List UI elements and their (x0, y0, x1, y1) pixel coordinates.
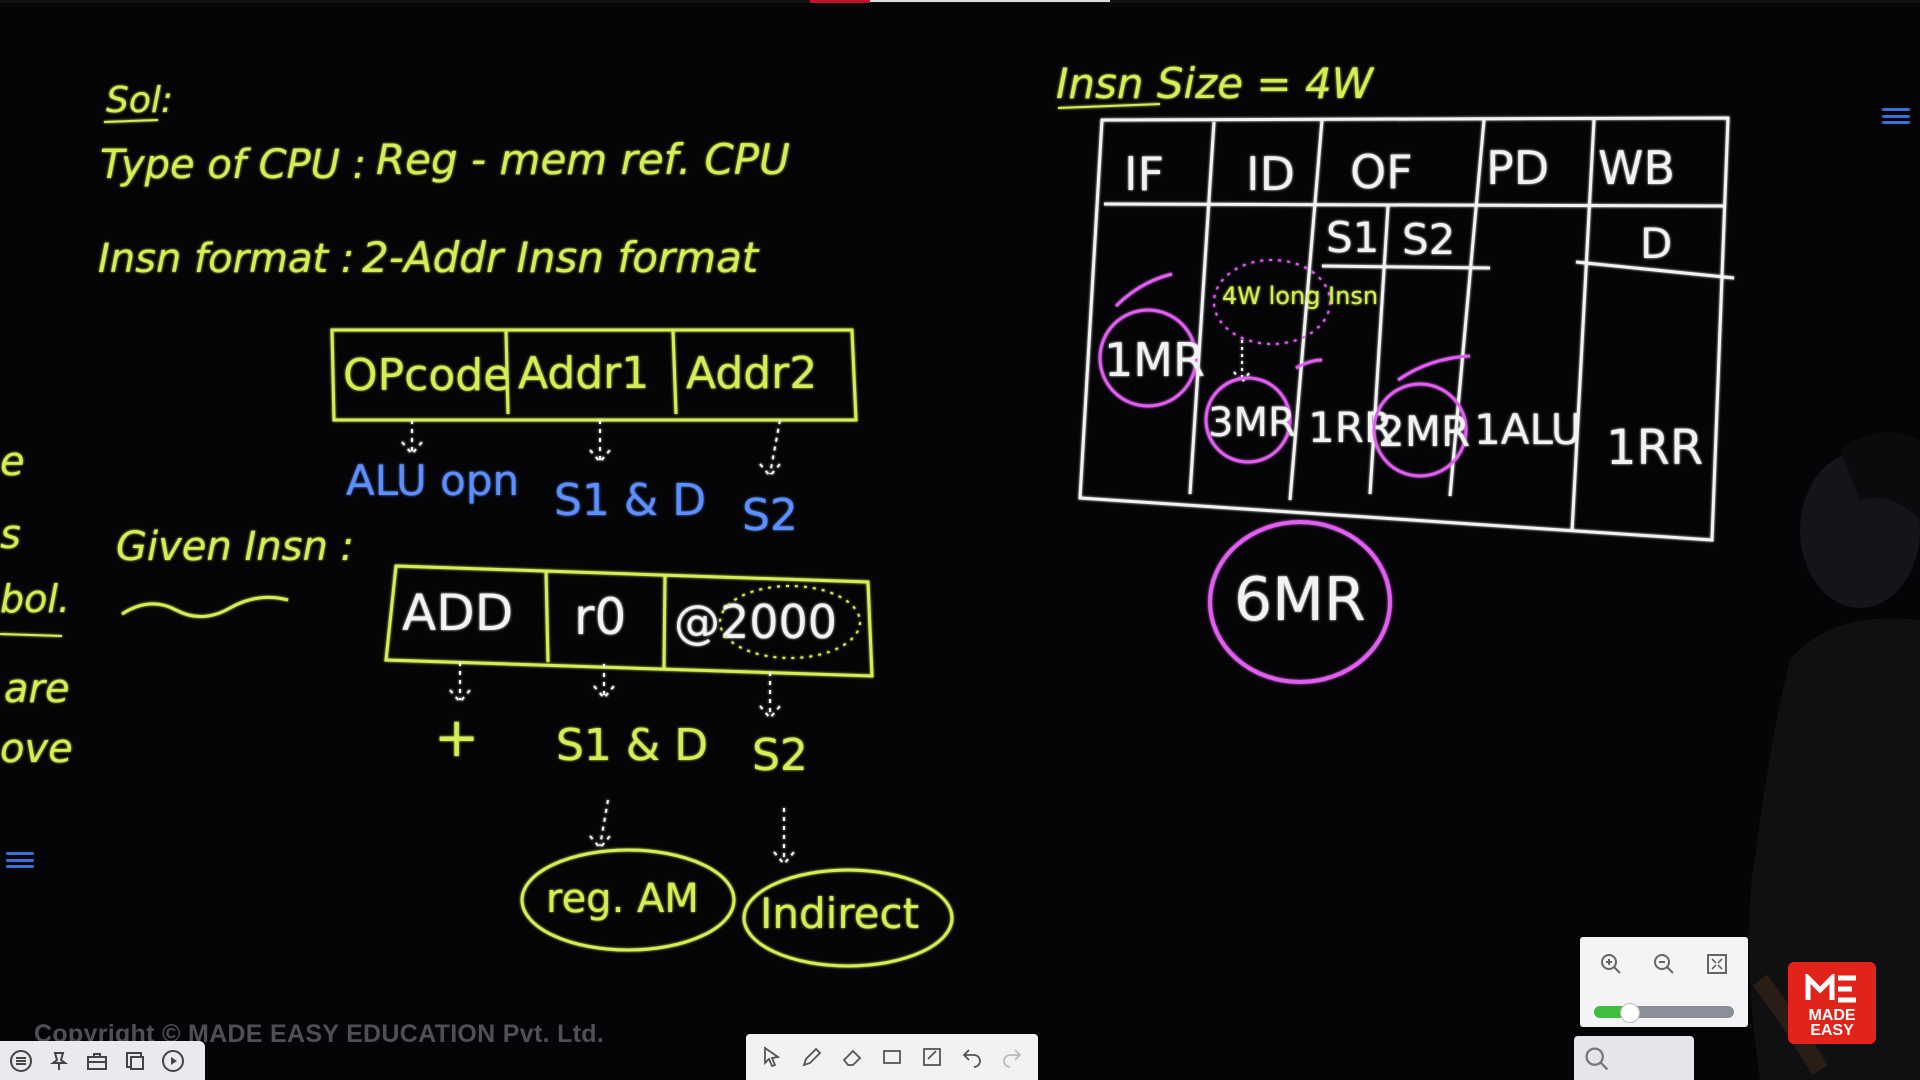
if-cost: 1MR (1104, 333, 1205, 387)
pointer-icon[interactable] (756, 1041, 788, 1073)
stage-id: ID (1246, 147, 1295, 201)
format-meaning-opcode: ALU opn (346, 456, 519, 505)
given-field-mem: @2000 (674, 595, 837, 649)
format-field-addr2: Addr2 (686, 348, 817, 399)
reg-am-oval (520, 848, 736, 952)
given-meaning-opcode: + (434, 706, 479, 769)
format-field-addr1: Addr1 (518, 348, 649, 399)
pd-cost: 1ALU (1474, 405, 1582, 454)
zoom-panel (1580, 937, 1748, 1027)
given-meaning-mem: S2 (752, 730, 808, 781)
indirect-oval (742, 868, 954, 968)
format-field-opcode: OPcode (343, 350, 510, 401)
zoom-in-icon[interactable] (1594, 947, 1628, 981)
pin-icon[interactable] (44, 1046, 74, 1076)
given-insn-label: Given Insn : (116, 524, 354, 570)
stage-wb: WB (1598, 141, 1675, 195)
insn-size-heading: Insn Size = 4W (1056, 59, 1375, 108)
zoom-slider-knob[interactable] (1620, 1003, 1640, 1023)
brand-mark-icon (1805, 974, 1856, 1003)
pages-icon[interactable] (120, 1046, 150, 1076)
pen-icon[interactable] (796, 1041, 828, 1073)
cpu-type-value: Reg - mem ref. CPU (376, 135, 790, 184)
top-progress-strip (0, 0, 1920, 3)
given-arrows (449, 662, 795, 866)
search-icon[interactable] (1582, 1044, 1612, 1074)
of-operand-s1: S1 (1326, 213, 1379, 262)
margin-fragment: ove (0, 726, 73, 772)
given-field-reg: r0 (574, 588, 626, 646)
stage-pd: PD (1486, 141, 1549, 195)
play-icon[interactable] (158, 1046, 188, 1076)
top-progress-marker (810, 0, 870, 3)
margin-fragment: s (0, 512, 21, 558)
insn-format-value: 2-Addr Insn format (362, 233, 760, 282)
drawing-toolbar (746, 1034, 1038, 1080)
given-field-opcode: ADD (402, 584, 513, 642)
eraser-icon[interactable] (836, 1041, 868, 1073)
brand-line1: MADE (1808, 1007, 1856, 1024)
total-cost: 6MR (1234, 565, 1366, 635)
margin-fragment: are (4, 666, 70, 712)
id-cost-circle (1204, 376, 1292, 464)
long-insn-cloud (1213, 259, 1331, 345)
format-meaning-addr2: S2 (742, 490, 798, 541)
undo-icon[interactable] (956, 1041, 988, 1073)
id-cost: 3MR (1208, 400, 1296, 446)
menu-icon[interactable] (6, 1046, 36, 1076)
insn-format-label: Insn format : (98, 236, 354, 282)
zoom-lower-panel (1574, 1036, 1694, 1080)
note-icon[interactable] (916, 1041, 948, 1073)
if-cost-circle (1098, 308, 1198, 408)
solution-heading: Sol: (106, 80, 173, 121)
brand-logo: MADE EASY (1788, 962, 1876, 1044)
of-operand-s2: S2 (1402, 215, 1455, 264)
stage-of: OF (1350, 145, 1413, 199)
pipeline-table: IF ID OF PD WB S1 S2 D (1078, 116, 1735, 542)
stage-if: IF (1124, 147, 1164, 201)
format-meaning-addr1: S1 & D (554, 475, 706, 526)
insn-format-box: OPcode Addr1 Addr2 (330, 328, 858, 422)
indirect-label: Indirect (760, 889, 919, 938)
brand-line2: EASY (1810, 1022, 1854, 1039)
margin-fragment: bol. (0, 577, 70, 621)
fit-screen-icon[interactable] (1700, 947, 1734, 981)
long-insn-note: 4W long Insn (1222, 282, 1378, 310)
of-s2-cost: 2MR (1378, 407, 1470, 456)
cpu-type-label: Type of CPU : (100, 142, 366, 188)
format-arrows (401, 419, 781, 478)
left-toolbar (0, 1041, 205, 1080)
zoom-out-icon[interactable] (1647, 947, 1681, 981)
top-progress-track (870, 0, 1110, 2)
toolbox-icon[interactable] (82, 1046, 112, 1076)
given-meaning-reg: S1 & D (556, 720, 708, 771)
wb-operand-d: D (1640, 219, 1672, 268)
margin-fragment: e (0, 439, 25, 485)
of-s2-cost-circle (1372, 382, 1468, 478)
rectangle-icon[interactable] (876, 1041, 908, 1073)
reg-am-label: reg. AM (546, 876, 699, 922)
given-insn-box: ADD r0 @2000 (384, 564, 874, 678)
redo-icon[interactable] (996, 1041, 1028, 1073)
wb-cost: 1RR (1606, 420, 1703, 476)
left-panel-handle[interactable] (6, 852, 34, 868)
total-circle (1208, 520, 1392, 684)
zoom-slider[interactable] (1594, 1003, 1734, 1023)
right-panel-handle[interactable] (1882, 108, 1910, 124)
